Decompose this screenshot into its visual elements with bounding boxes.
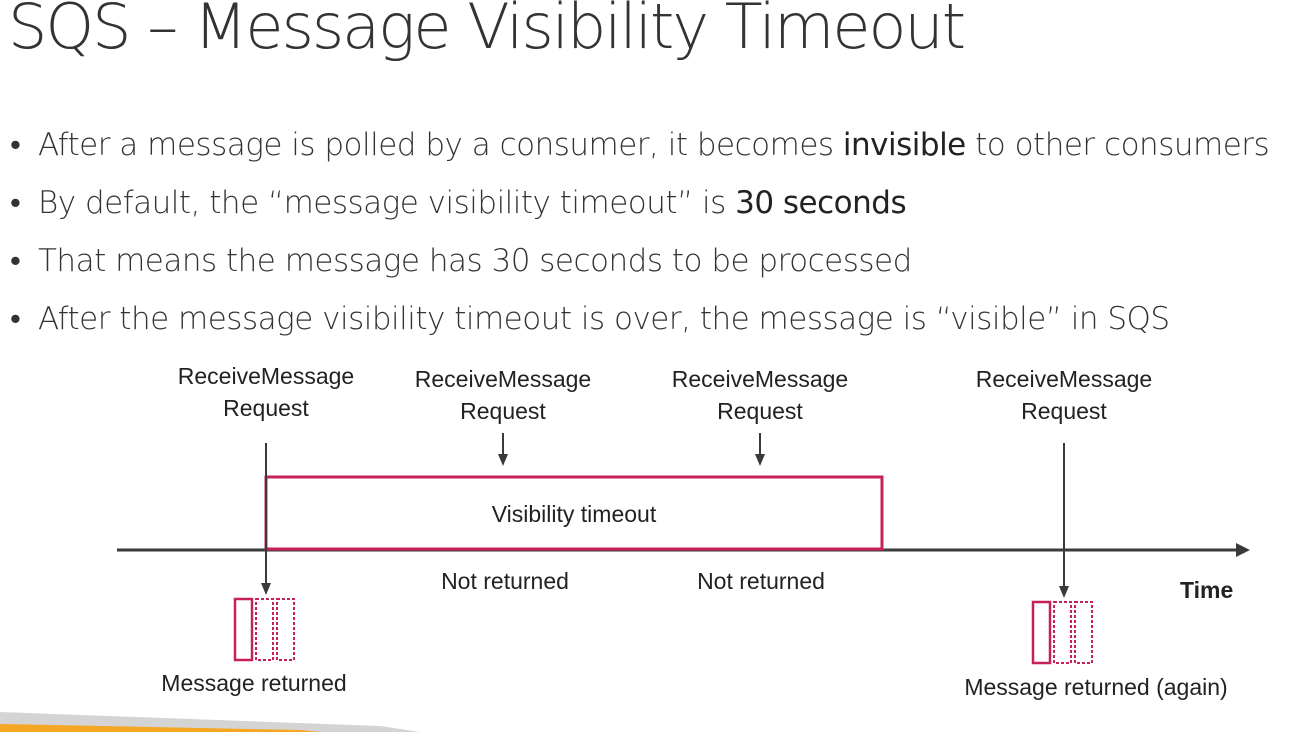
request-label-line2: Request	[223, 395, 309, 421]
message-icon	[1031, 600, 1093, 665]
bullet-text: That means the message has 30 seconds to…	[38, 243, 912, 279]
bullet-emphasis: invisible	[842, 127, 966, 163]
request-label: ReceiveMessage Request	[660, 363, 860, 427]
bullet-emphasis: 30 seconds	[735, 185, 907, 221]
request-label-line1: ReceiveMessage	[671, 366, 849, 392]
bullet-item: By default, the “message visibility time…	[10, 180, 1300, 238]
time-axis-label: Time	[1180, 577, 1234, 603]
request-4-arrowhead	[1059, 586, 1069, 598]
request-label-line1: ReceiveMessage	[975, 366, 1153, 392]
bullet-text: After a message is polled by a consumer,…	[38, 127, 843, 163]
bullet-item: After the message visibility timeout is …	[10, 296, 1300, 354]
request-label: ReceiveMessage Request	[964, 363, 1164, 427]
slide-title: SQS – Message Visibility Timeout	[8, 0, 966, 63]
request-label-line2: Request	[460, 398, 546, 424]
bullet-item: After a message is polled by a consumer,…	[10, 122, 1300, 180]
request-label-line1: ReceiveMessage	[414, 366, 592, 392]
message-returned-label: Message returned	[161, 670, 347, 696]
time-axis-arrowhead	[1236, 543, 1250, 557]
request-label: ReceiveMessage Request	[403, 363, 603, 427]
bullet-text: After the message visibility timeout is …	[38, 301, 1170, 337]
message-icon	[233, 597, 295, 662]
message-returned-again-label: Message returned (again)	[964, 674, 1228, 700]
bullet-text: By default, the “message visibility time…	[38, 185, 736, 221]
request-label-line1: ReceiveMessage	[177, 363, 355, 389]
bullet-item: That means the message has 30 seconds to…	[10, 238, 1300, 296]
request-label-line2: Request	[717, 398, 803, 424]
bullet-text-end: to other consumers	[965, 127, 1270, 163]
not-returned-label: Not returned	[441, 568, 569, 594]
request-label: ReceiveMessage Request	[166, 360, 366, 424]
bullet-list: After a message is polled by a consumer,…	[10, 122, 1300, 354]
request-label-line2: Request	[1021, 398, 1107, 424]
request-3-arrowhead	[755, 454, 765, 466]
decorative-orange-swoosh	[0, 724, 320, 732]
request-1-arrowhead	[261, 583, 271, 595]
request-2-arrowhead	[498, 454, 508, 466]
visibility-timeout-label: Visibility timeout	[491, 501, 657, 527]
not-returned-label: Not returned	[697, 568, 825, 594]
